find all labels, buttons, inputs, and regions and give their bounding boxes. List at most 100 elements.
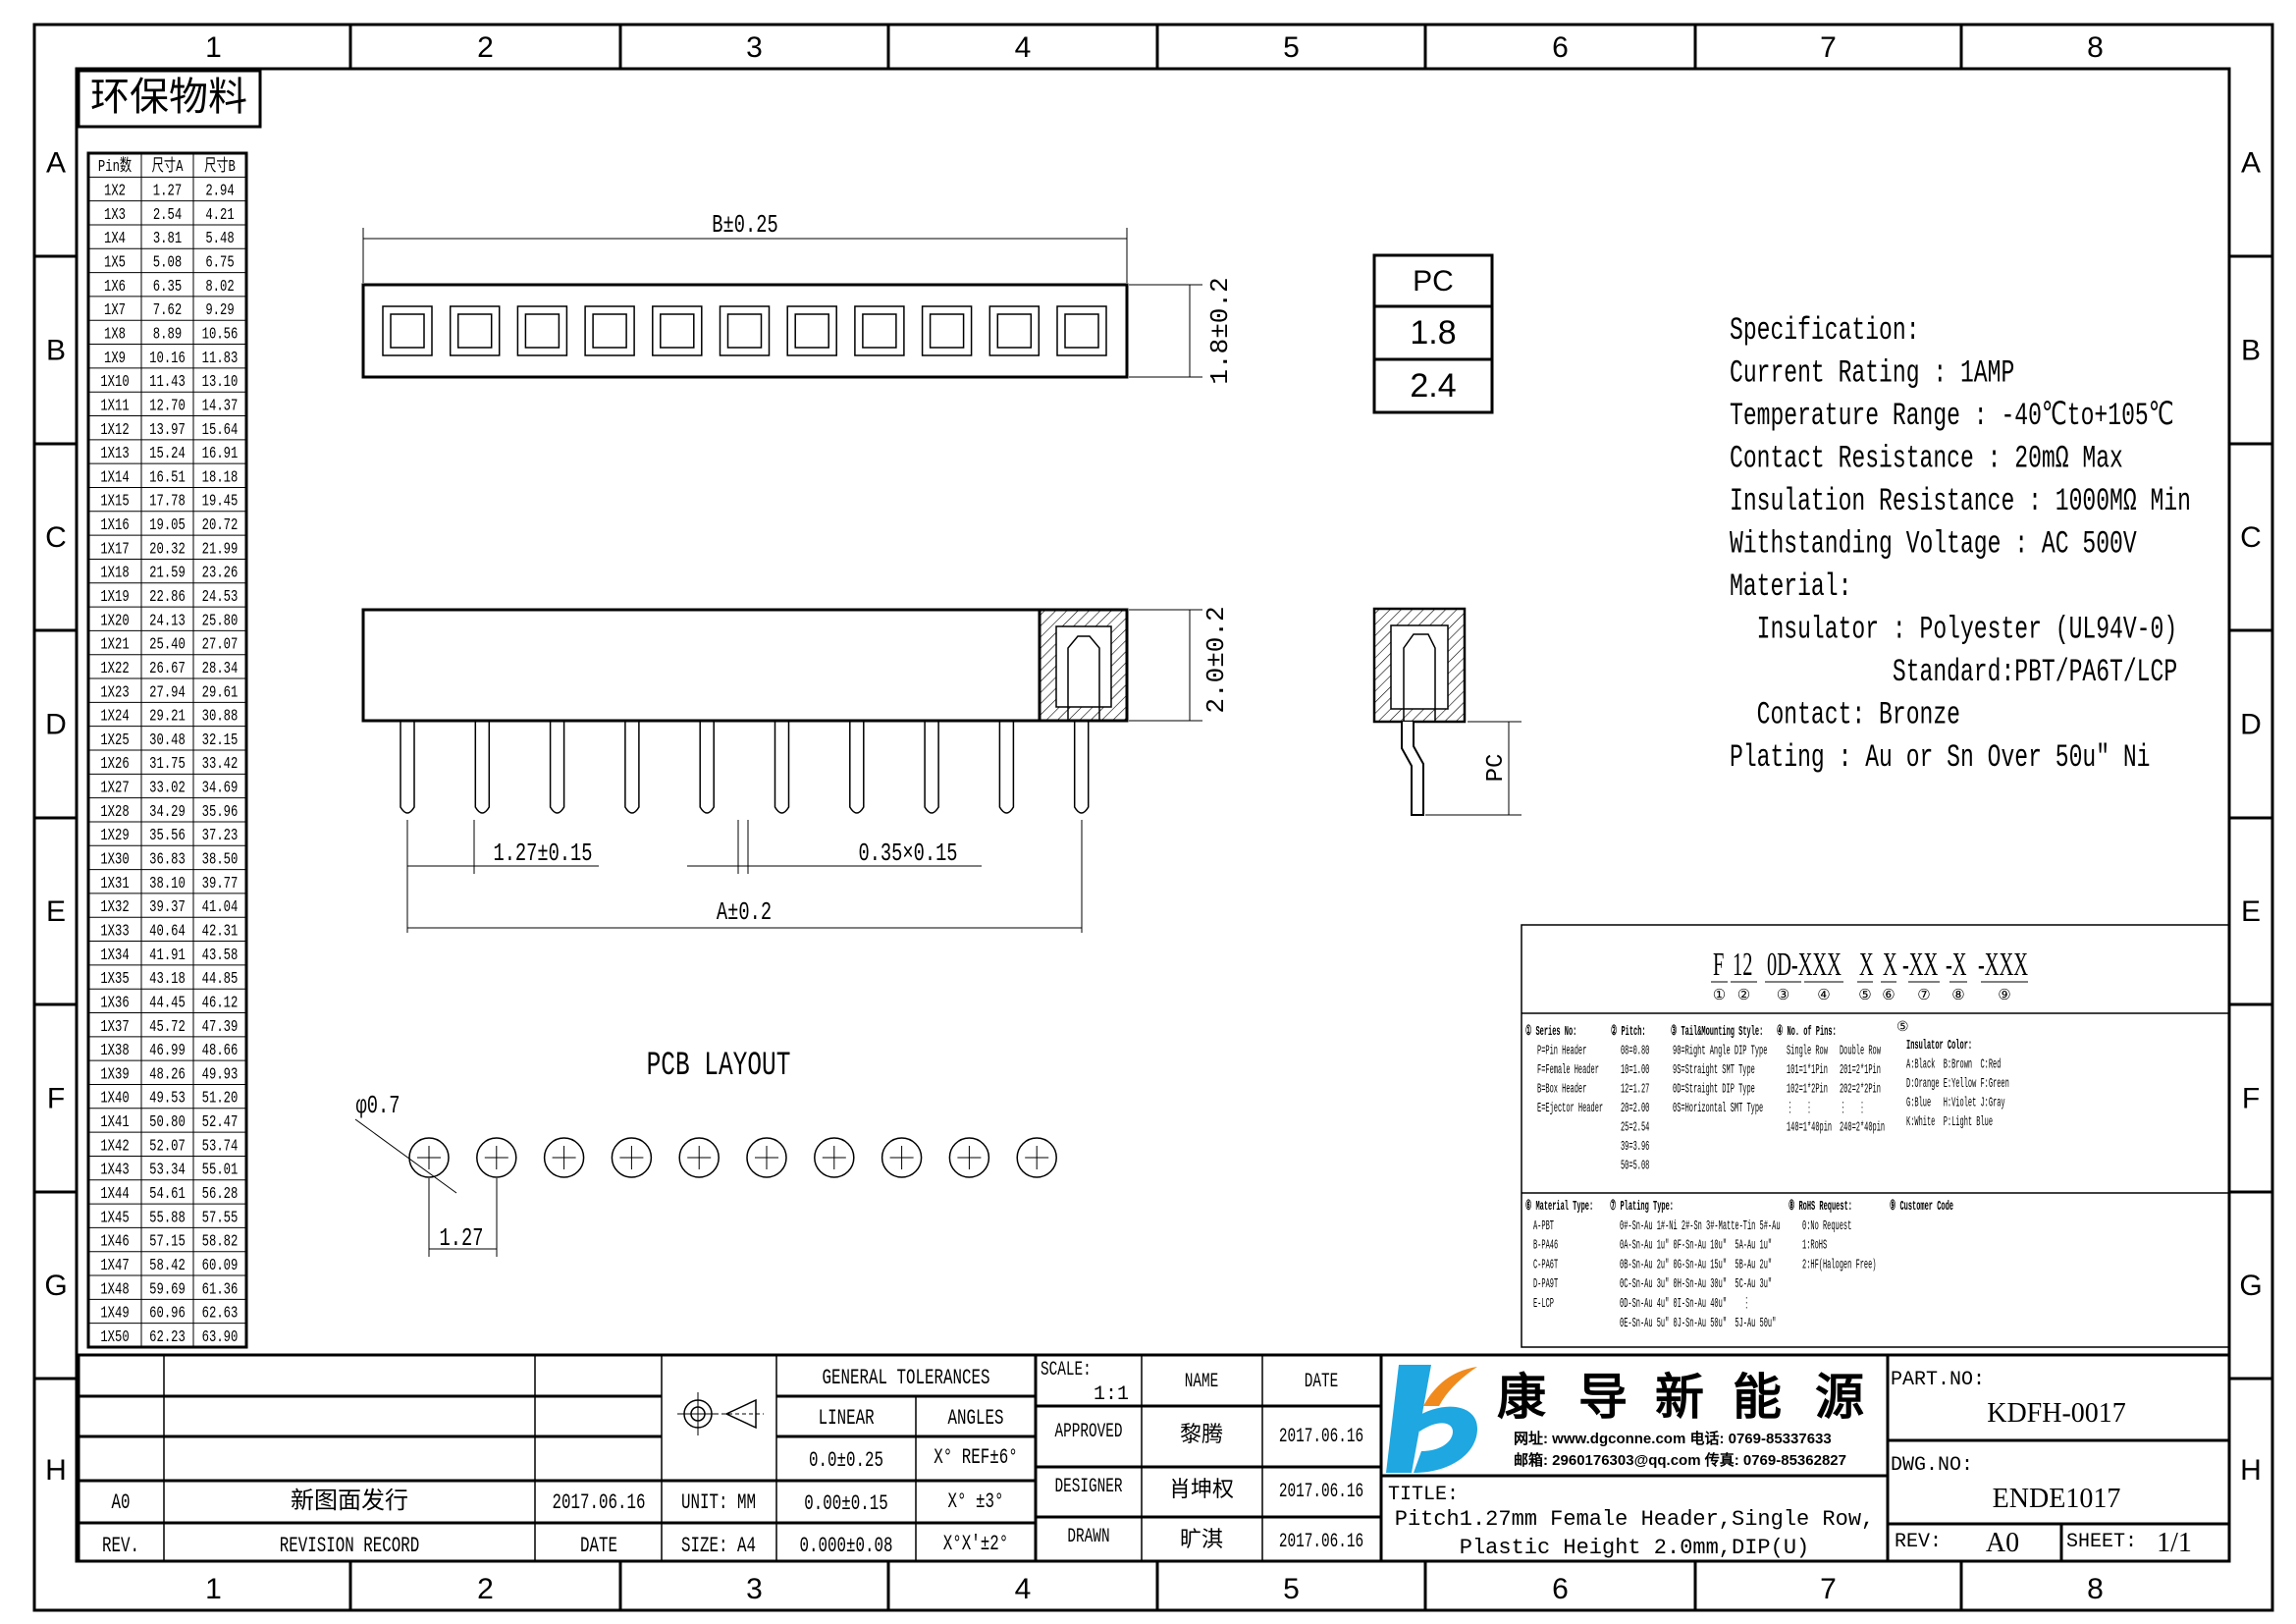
- drawing-title-line-1: Pitch1.27mm Female Header,Single Row,: [1395, 1507, 1874, 1532]
- legend-item: 90=Right Angle DIP Type: [1673, 1044, 1767, 1058]
- cavity-inner: [456, 313, 493, 349]
- pin: [624, 721, 640, 814]
- legend-title: ⑧ RoHS Request:: [1789, 1199, 1852, 1215]
- pin-table-cell: 9.29: [205, 302, 234, 320]
- pin-table-cell: 1X48: [100, 1281, 129, 1299]
- section-view: PC: [1372, 607, 1522, 816]
- part-code-marker: ②: [1737, 988, 1750, 1004]
- rev-value: A0: [1986, 1528, 2019, 1558]
- pin-table-cell: 24.13: [149, 613, 186, 630]
- linear-tol-1: 0.0±0.25: [809, 1448, 883, 1473]
- pin-table-cell: 50.80: [149, 1113, 186, 1131]
- legend-item: 20=2.00: [1621, 1102, 1649, 1116]
- legend-item: 39=3.96: [1621, 1140, 1649, 1155]
- legend-item: 140=1*40pin: [1787, 1120, 1832, 1135]
- frame-column-label-bottom: 6: [1552, 1573, 1569, 1605]
- legend-item: 08=0.80: [1621, 1044, 1649, 1058]
- dim-a-label: A±0.2: [717, 897, 772, 927]
- pin-table-cell: 1X34: [100, 947, 129, 964]
- revision-record-header: REVISION RECORD: [280, 1534, 419, 1558]
- pin-table-cell: 1X36: [100, 995, 129, 1012]
- pcb-hole: [611, 1137, 653, 1178]
- pin-table-cell: 14.37: [202, 398, 239, 415]
- pin-table-cell: 29.61: [202, 684, 239, 702]
- top-view: B±0.25 1.8±0.2: [361, 210, 1235, 385]
- pin-table-cell: 55.88: [149, 1210, 186, 1227]
- frame-column-label-bottom: 3: [746, 1573, 763, 1605]
- part-code-marker: ③: [1777, 988, 1789, 1004]
- company-logo: 康导新能源 网址: www.dgconne.com 电话: 0769-85337…: [1386, 1365, 1864, 1473]
- company-name-char: 康: [1497, 1370, 1546, 1425]
- frame-column-label-top: 3: [746, 31, 763, 64]
- legend-item: 201=2*1Pin: [1840, 1063, 1881, 1078]
- pcb-hole: [543, 1137, 585, 1178]
- pcb-hole: [881, 1137, 923, 1178]
- pin-table-cell: 55.01: [202, 1162, 239, 1179]
- dim-b-label: B±0.25: [712, 210, 777, 240]
- scale-label: SCALE:: [1041, 1359, 1092, 1381]
- pin-table-cell: 1X26: [100, 756, 129, 774]
- pin-table-cell: 1X44: [100, 1185, 129, 1203]
- pcb-hole: [948, 1137, 990, 1178]
- pin-table-cell: 2.94: [205, 183, 234, 200]
- pin-table-header: Pin数: [98, 156, 132, 177]
- pin-table-cell: 40.64: [149, 923, 186, 941]
- legend-title: ③ Tail&Mounting Style:: [1671, 1024, 1763, 1040]
- pin-table-cell: 1X13: [100, 445, 129, 462]
- projection-symbol-icon: [677, 1392, 764, 1435]
- cavity: [516, 305, 568, 356]
- cavity-inner: [660, 313, 695, 349]
- part-code-marker: ④: [1817, 988, 1830, 1004]
- cavity: [584, 305, 635, 356]
- legend-item: D:Orange E:Yellow F:Green: [1906, 1077, 2009, 1092]
- cavity-inner: [390, 313, 425, 349]
- frame-row-label-right: A: [2241, 147, 2261, 180]
- pin-table-cell: 1X31: [100, 875, 129, 893]
- linear-tol-2: 0.00±0.15: [804, 1491, 887, 1516]
- legend-item: 0A-Sn-Au 1u" 0F-Sn-Au 10u" 5A-Au 1u": [1620, 1238, 1772, 1253]
- frame-column-label-top: 4: [1015, 31, 1032, 64]
- legend-item: Double Row: [1840, 1044, 1881, 1058]
- legend-item: 9S=Straight SMT Type: [1673, 1063, 1755, 1078]
- pin-table-cell: 1X23: [100, 684, 129, 702]
- legend-title: ④ No. of Pins:: [1777, 1024, 1837, 1040]
- part-code-marker: ⑤: [1858, 988, 1871, 1004]
- frame-column-label-bottom: 8: [2087, 1573, 2104, 1605]
- pin: [849, 721, 865, 814]
- dim-pc-label: PC: [1483, 754, 1510, 783]
- pin-table-cell: 30.88: [202, 708, 239, 726]
- legend-title: ⑨ Customer Code: [1890, 1199, 1953, 1215]
- pin-table-cell: 17.78: [149, 493, 186, 511]
- dwg-no-value: ENDE1017: [1993, 1484, 2121, 1514]
- legend-item: B-PA46: [1533, 1238, 1558, 1253]
- pin-table-cell: 1X32: [100, 899, 129, 917]
- pcb-hole: [678, 1137, 720, 1178]
- pin-table-cell: 38.10: [149, 875, 186, 893]
- pin-table-cell: 1X42: [100, 1138, 129, 1156]
- pin-table-cell: 53.74: [202, 1138, 239, 1156]
- legend-item: 0E-Sn-Au 5u" 0J-Sn-Au 50u" 5J-Au 50u": [1620, 1317, 1776, 1331]
- pin-table-cell: 1X43: [100, 1162, 129, 1179]
- pin-table-cell: 1X5: [104, 254, 126, 272]
- revision-header: REV.: [102, 1534, 139, 1558]
- pin-table-cell: 1X46: [100, 1233, 129, 1251]
- frame-row-label-left: E: [46, 895, 66, 928]
- spec-line: Insulation Resistance : 1000MΩ Min: [1730, 485, 2191, 520]
- angle-tol-3: X°X'±2°: [943, 1532, 1009, 1556]
- legend-item: 10=1.00: [1621, 1063, 1649, 1078]
- company-name-char: 新: [1655, 1370, 1704, 1425]
- pin-table-cell: 35.96: [202, 803, 239, 821]
- legend-item: 25=2.54: [1621, 1120, 1650, 1135]
- pin-table-cell: 13.97: [149, 421, 186, 439]
- legend-item: E-LCP: [1533, 1297, 1554, 1312]
- part-code-marker: ⑦: [1917, 988, 1930, 1004]
- pin: [774, 721, 790, 814]
- pin-table-cell: 47.39: [202, 1018, 239, 1036]
- legend-item: 101=1*1Pin: [1787, 1063, 1828, 1078]
- pin-table-cell: 36.83: [149, 851, 186, 869]
- frame-column-label-top: 2: [477, 31, 494, 64]
- pin-table-cell: 20.32: [149, 541, 186, 559]
- pin-table-header: 尺寸B: [204, 156, 236, 177]
- pin: [549, 721, 565, 814]
